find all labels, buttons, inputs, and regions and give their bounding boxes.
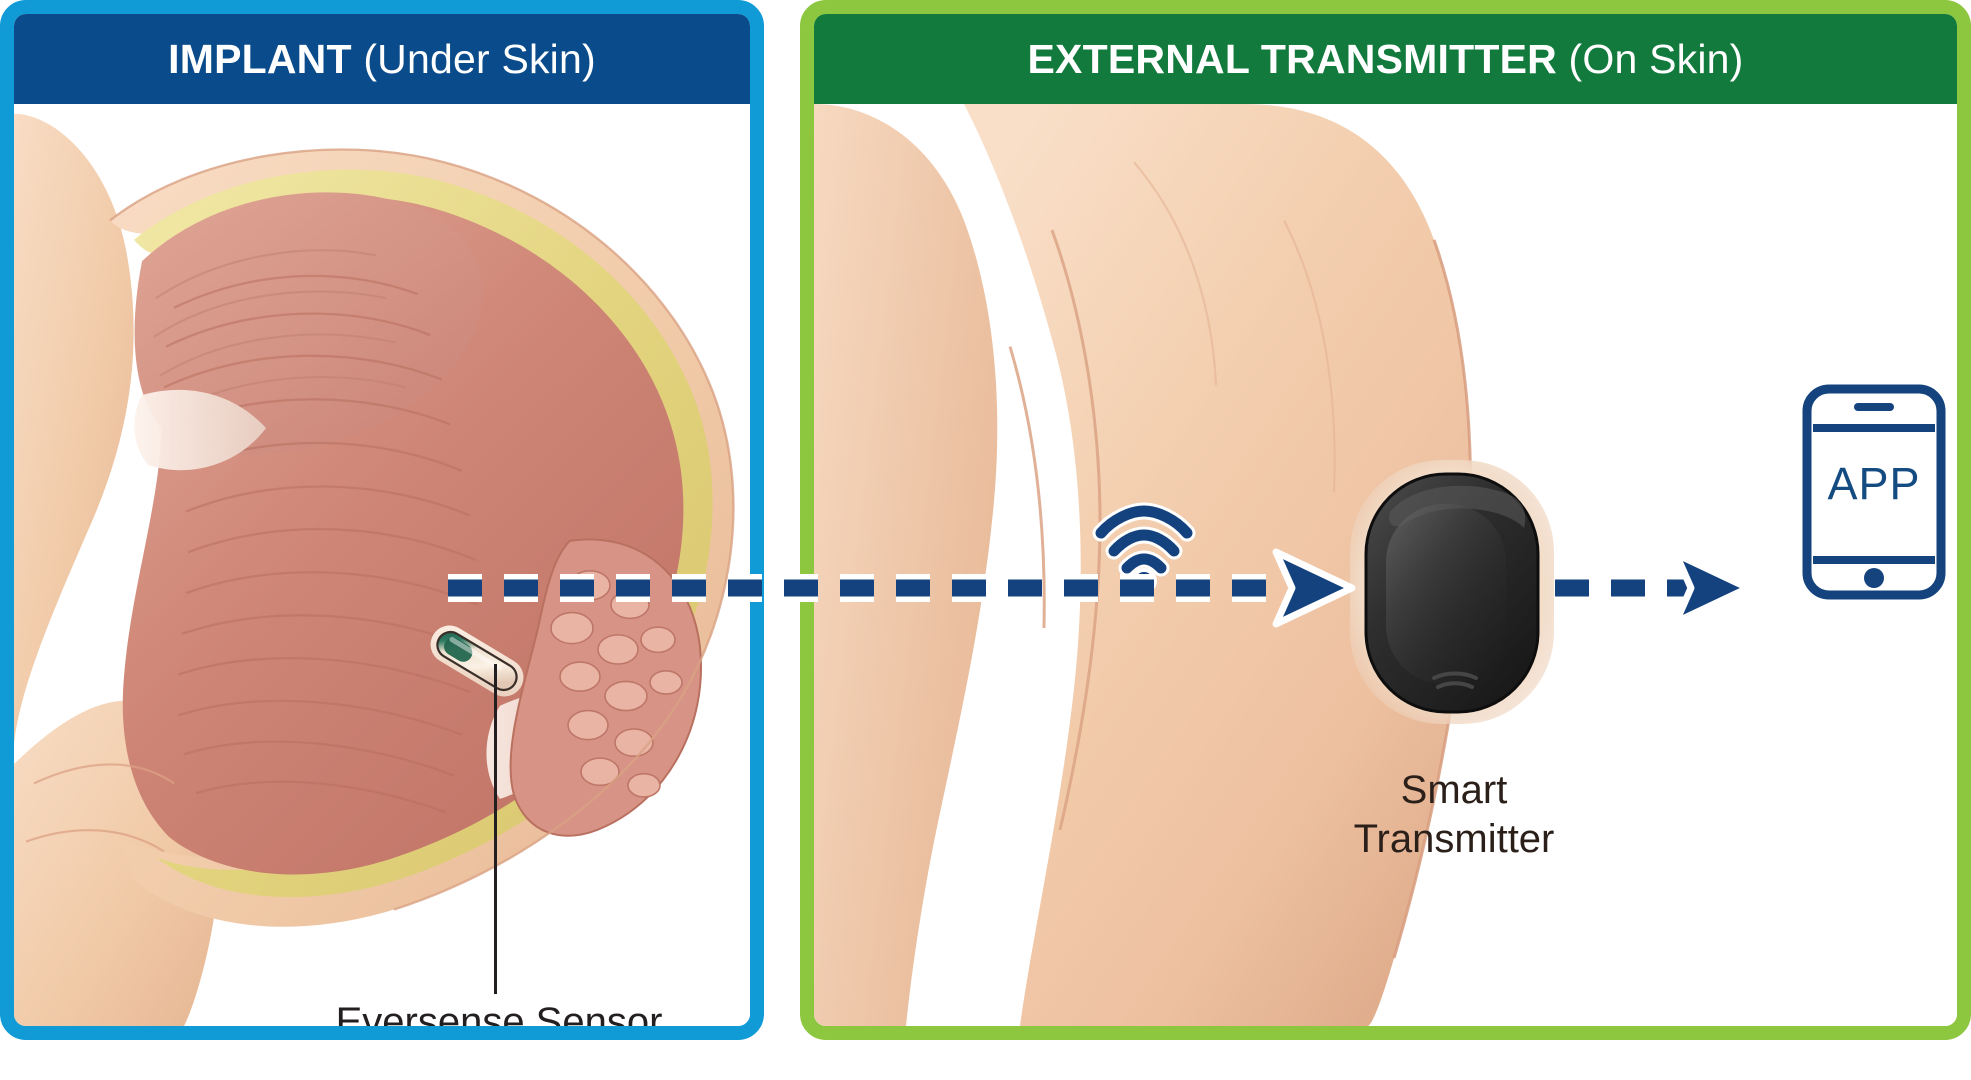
panel-external-transmitter: EXTERNAL TRANSMITTER (On Skin) <box>800 0 1971 1040</box>
phone-app-label: APP <box>1827 458 1921 509</box>
smart-transmitter-label-line2: Transmitter <box>1353 816 1555 861</box>
panel-transmitter-title-light: (On Skin) <box>1556 35 1744 82</box>
eversense-sensor-capsule <box>418 602 536 720</box>
panel-transmitter-body: Smart Transmitter APP <box>814 104 1957 1026</box>
panel-implant: IMPLANT (Under Skin) <box>0 0 764 1040</box>
panel-transmitter-title-strong: EXTERNAL TRANSMITTER <box>1027 35 1557 82</box>
panel-implant-body: Eversense Sensor <box>14 104 750 1026</box>
leader-line <box>494 664 497 994</box>
smart-transmitter-label-line1: Smart <box>1400 768 1508 812</box>
panel-implant-title-light: (Under Skin) <box>351 35 596 82</box>
panel-transmitter-header: EXTERNAL TRANSMITTER (On Skin) <box>814 14 1957 104</box>
smartphone-app-icon: APP <box>1799 384 1949 600</box>
wifi-icon <box>1089 499 1199 594</box>
eversense-sensor-label: Eversense Sensor <box>335 1000 663 1026</box>
smart-transmitter-label: Smart Transmitter <box>1269 766 1639 864</box>
upper-arm-cutaway-illustration <box>14 104 750 1026</box>
smart-transmitter-device <box>1346 452 1558 732</box>
panel-implant-title-strong: IMPLANT <box>168 35 352 82</box>
panel-implant-header: IMPLANT (Under Skin) <box>14 14 750 104</box>
footer-spacer <box>0 1052 1971 1075</box>
